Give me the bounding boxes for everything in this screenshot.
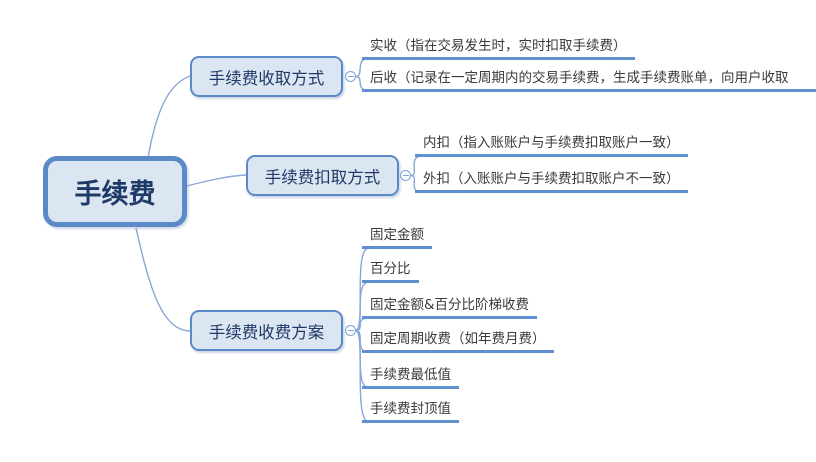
leaf-node-internal-deduction[interactable]: 内扣（指入账账户与手续费扣取账户一致） bbox=[415, 134, 688, 157]
leaf-node-deferred-charge[interactable]: 后收（记录在一定周期内的交易手续费，生成手续费账单，向用户收取 bbox=[362, 69, 816, 92]
leaf-node-fee-minimum[interactable]: 手续费最低值 bbox=[362, 366, 459, 389]
curve-branch3-child3 bbox=[355, 317, 370, 332]
curve-root-to-branch3 bbox=[135, 227, 191, 332]
collapse-minus-icon[interactable] bbox=[345, 71, 356, 82]
branch-node-fee-collection-method[interactable]: 手续费收取方式 bbox=[190, 56, 343, 97]
leaf-node-fixed-amount-percentage-tier[interactable]: 固定金额&百分比阶梯收费 bbox=[362, 296, 538, 319]
leaf-node-external-deduction[interactable]: 外扣（入账账户与手续费扣取账户不一致） bbox=[415, 170, 688, 193]
branch-node-fee-deduction-method[interactable]: 手续费扣取方式 bbox=[246, 155, 399, 196]
root-node-fee[interactable]: 手续费 bbox=[43, 156, 187, 227]
leaf-node-fee-cap[interactable]: 手续费封顶值 bbox=[362, 400, 459, 423]
leaf-node-fixed-amount[interactable]: 固定金额 bbox=[362, 226, 432, 249]
collapse-minus-icon[interactable] bbox=[345, 325, 356, 336]
curve-root-to-branch1 bbox=[147, 75, 191, 159]
leaf-node-fixed-period-charge[interactable]: 固定周期收费（如年费月费） bbox=[362, 330, 554, 353]
collapse-minus-icon[interactable] bbox=[400, 170, 411, 181]
leaf-node-realtime-charge[interactable]: 实收（指在交易发生时，实时扣取手续费） bbox=[362, 37, 635, 60]
leaf-node-percentage[interactable]: 百分比 bbox=[362, 260, 419, 283]
curve-root-to-branch2 bbox=[186, 174, 247, 187]
branch-node-fee-charging-scheme[interactable]: 手续费收费方案 bbox=[190, 310, 343, 351]
